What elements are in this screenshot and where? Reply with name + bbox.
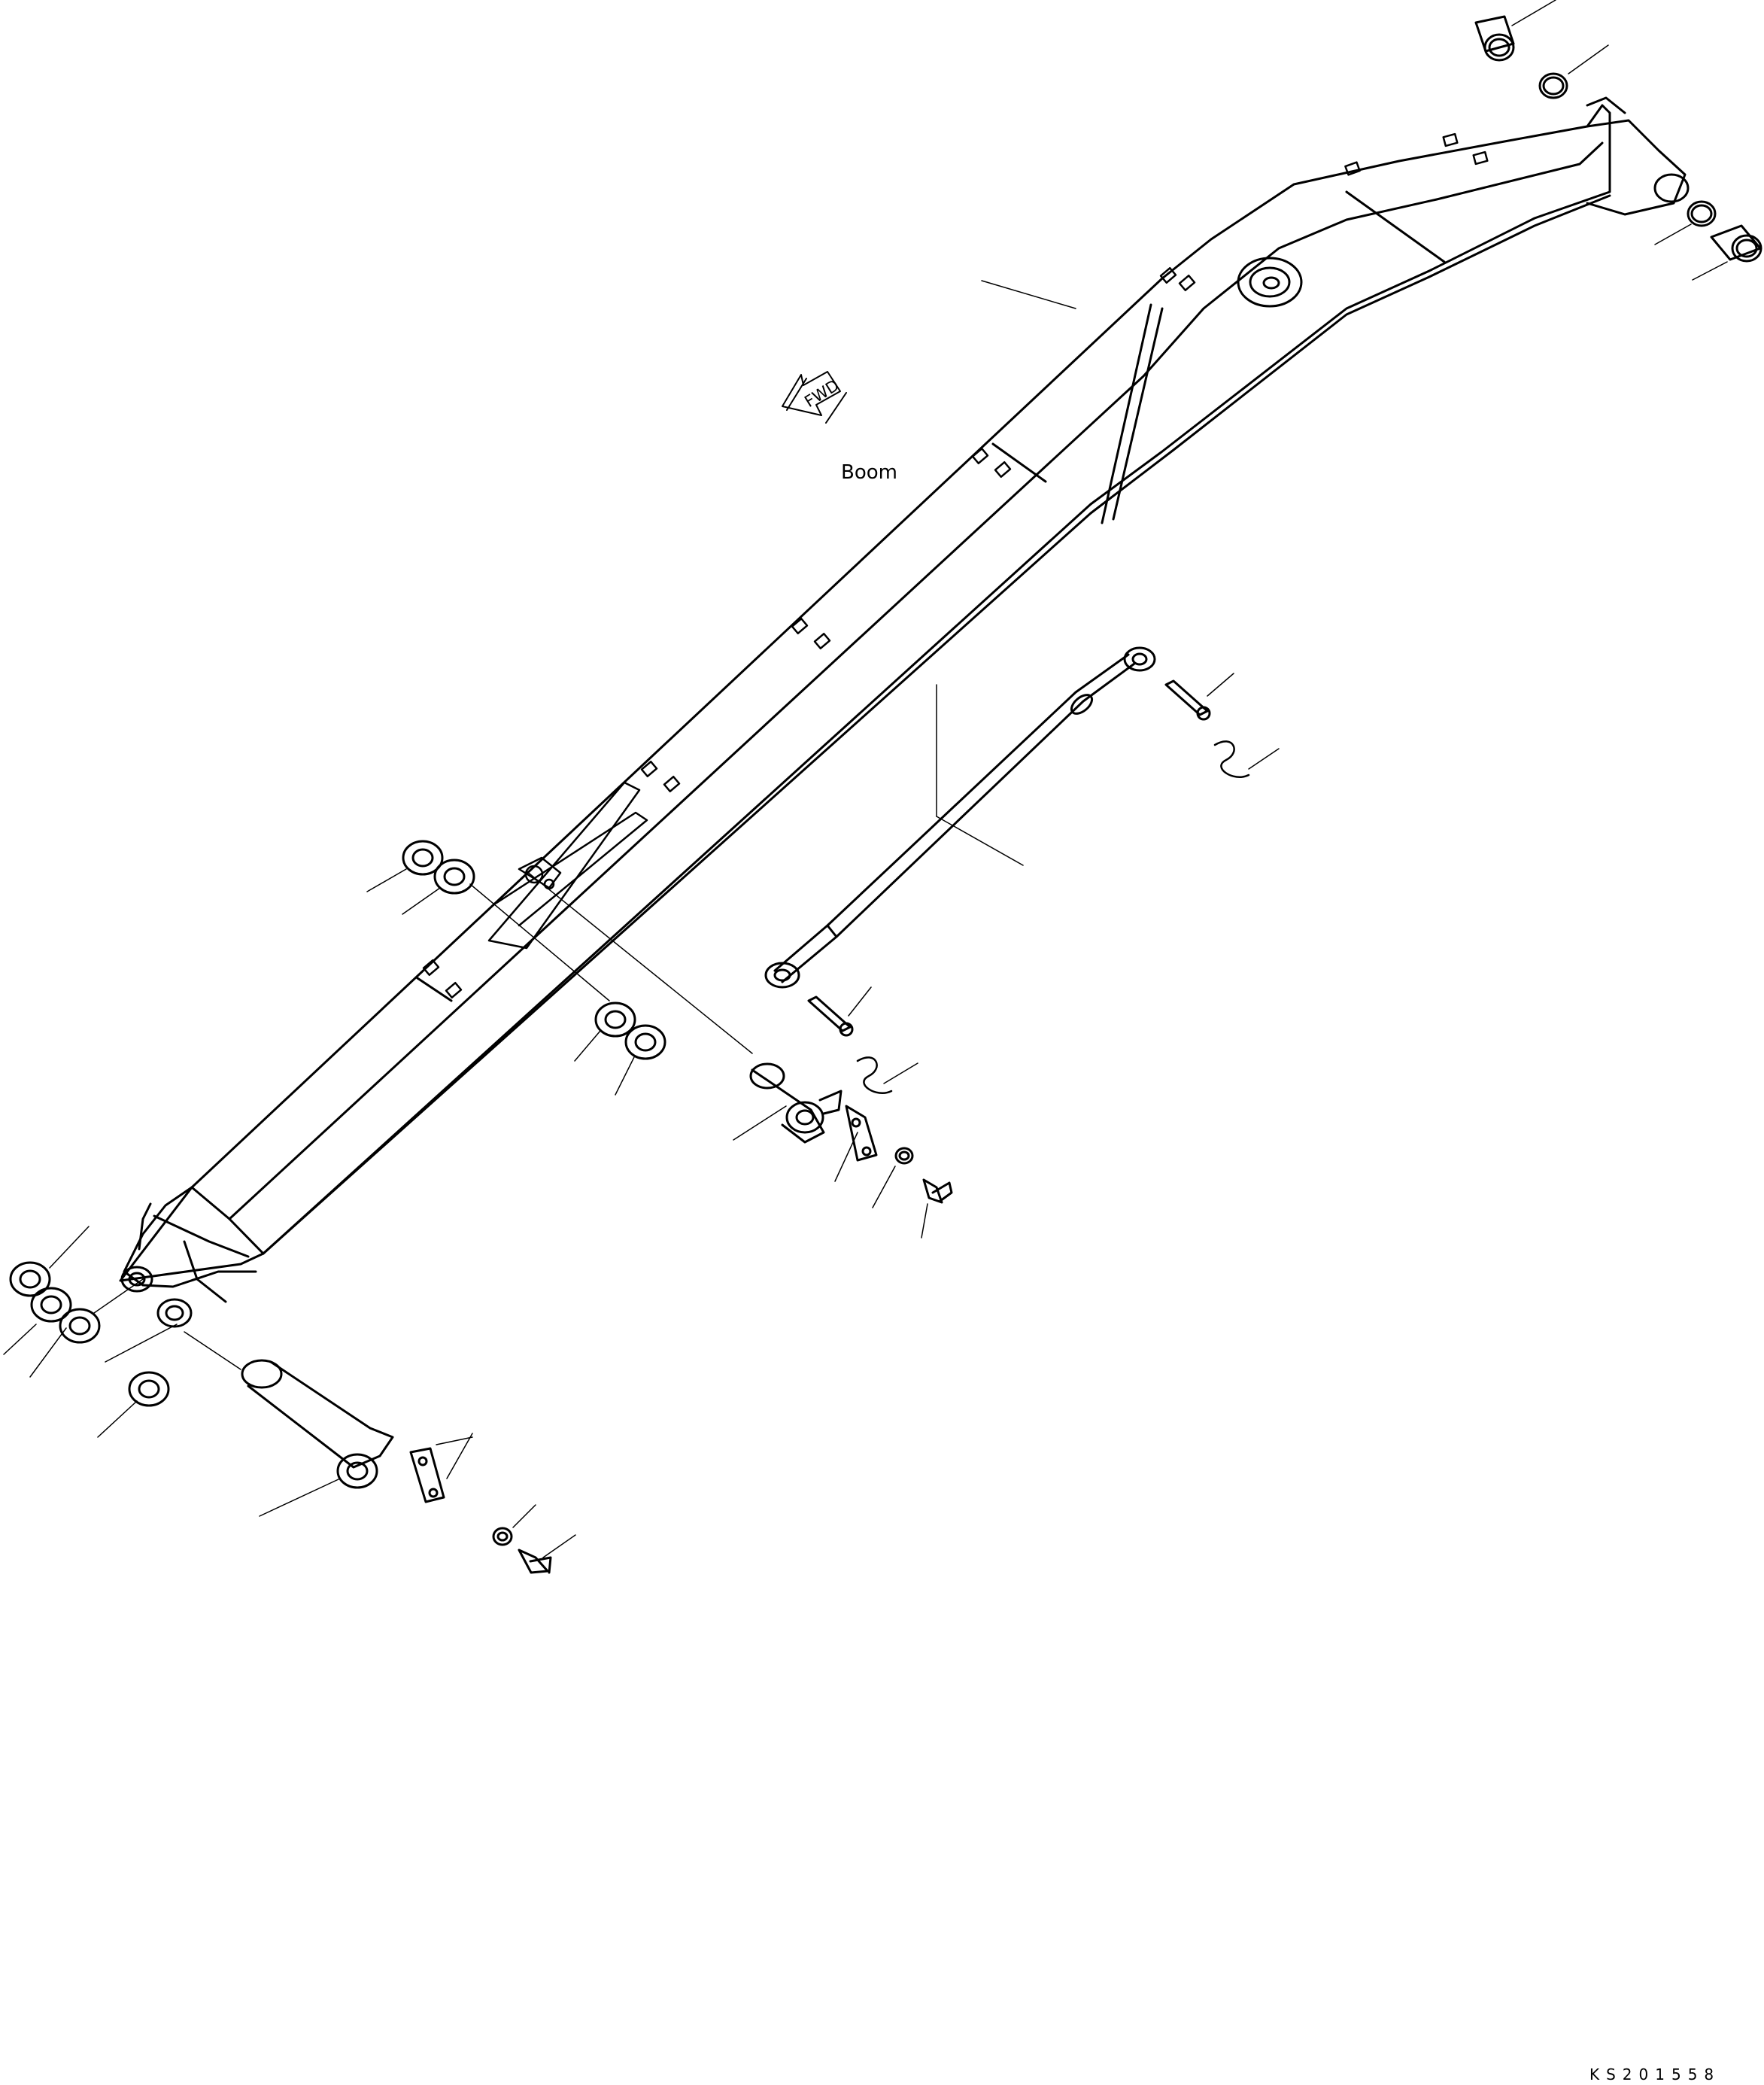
leader-lines [3, 0, 1728, 1558]
mid-bolt [922, 1178, 953, 1204]
mid-pin [749, 1062, 843, 1144]
head-bushing-upper [1474, 15, 1515, 62]
mid-lock-plate [845, 1105, 878, 1162]
head-seal-ring-lower [1687, 200, 1717, 227]
rod-lock-pin-upper [1213, 740, 1250, 778]
foot-shim-2 [30, 1287, 72, 1323]
foot-washer [492, 1527, 513, 1546]
foot-pin [241, 1359, 394, 1489]
foot-shim-3 [59, 1308, 101, 1344]
hose-clamp-brackets [422, 132, 1489, 998]
boom-stay-rod [764, 646, 1156, 989]
drawing-number: KS201558 [1589, 2065, 1720, 2083]
foot-shim-4 [128, 1371, 170, 1407]
boom-structure [119, 96, 1690, 1328]
fwd-label: FWD [801, 376, 842, 411]
rod-pin-upper [1164, 679, 1211, 721]
rod-lock-pin-lower [856, 1056, 893, 1094]
arm-cylinder-bracket [487, 781, 648, 950]
head-seal-ring-upper [1538, 72, 1568, 99]
foot-bolt [518, 1549, 552, 1574]
foot-shim-1 [9, 1261, 51, 1297]
mid-washer [894, 1147, 914, 1165]
head-bushing-lower [1710, 224, 1762, 263]
part-name-label: Boom [841, 461, 897, 484]
mid-shim-1 [402, 840, 444, 876]
rod-pin-lower [807, 995, 854, 1037]
forward-arrow-icon [782, 371, 847, 424]
mid-shim-2 [433, 859, 475, 895]
foot-lock-plate [409, 1447, 445, 1503]
mid-shim-3 [594, 1001, 636, 1038]
mid-shim-4 [624, 1024, 666, 1060]
